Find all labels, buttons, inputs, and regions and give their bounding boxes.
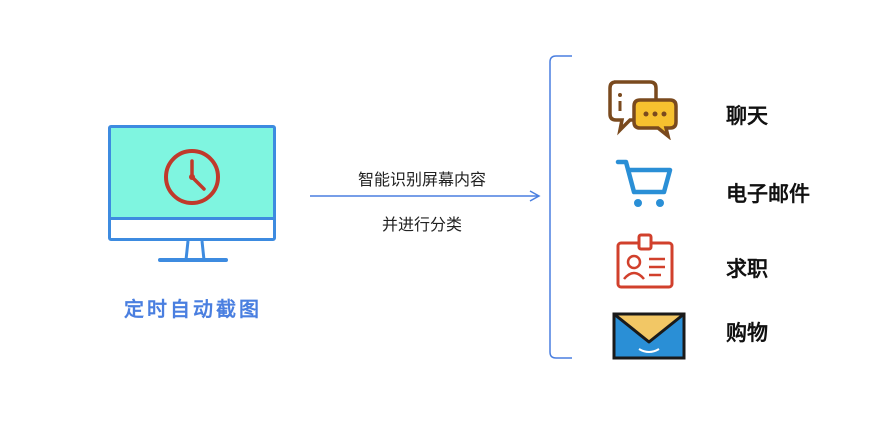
category-label-job: 求职 (726, 257, 768, 281)
monitor-stand (184, 241, 206, 260)
category-label-email: 电子邮件 (726, 182, 810, 206)
category-label-chat: 聊天 (726, 104, 768, 128)
category-label-shopping: 购物 (726, 321, 768, 345)
arrow-label-line1: 智能识别屏幕内容 (357, 170, 486, 189)
shopping-cart-icon (615, 159, 673, 207)
bracket (549, 55, 572, 359)
envelope-icon (612, 312, 686, 360)
monitor-bezel (111, 217, 273, 238)
monitor-icon (108, 125, 276, 241)
id-badge-icon (616, 233, 674, 289)
arrow-right-icon (310, 190, 541, 202)
arrow-label-line2: 并进行分类 (381, 215, 462, 234)
clock-icon (164, 149, 220, 205)
left-caption: 定时自动截图 (124, 297, 262, 321)
monitor-base (158, 258, 228, 262)
chat-bubbles-icon (608, 80, 678, 140)
